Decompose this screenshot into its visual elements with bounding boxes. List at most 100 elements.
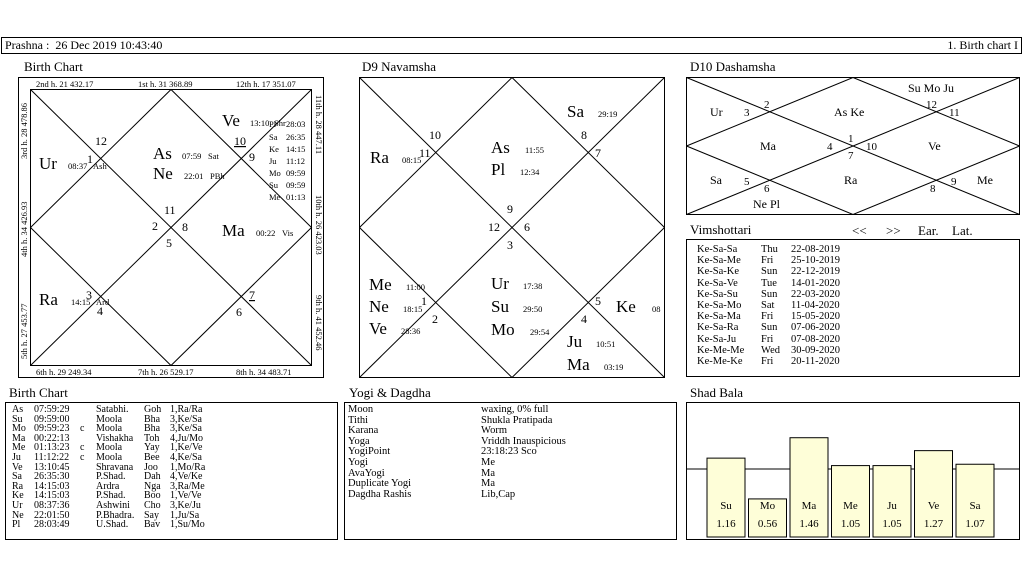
- cell-nak: U.Shad.: [96, 519, 129, 531]
- cell-lord: 1,Ra/Ra: [170, 404, 203, 415]
- planet-ju: Ju: [567, 332, 583, 351]
- weekday: Sun: [761, 288, 778, 300]
- svg-text:Su: Su: [269, 180, 279, 190]
- cell-lord: 3,Ra/Me: [170, 480, 205, 492]
- planet-sa: Sa: [567, 102, 584, 121]
- cell-pl: Pl: [12, 519, 21, 531]
- cell-nak: P.Shad.: [96, 490, 126, 502]
- house-number: 9: [951, 176, 957, 188]
- next-period-button[interactable]: >>: [886, 223, 901, 238]
- yogi-value: Ma: [481, 478, 495, 490]
- house-number: 4: [827, 141, 833, 153]
- svg-text:08: 08: [652, 304, 661, 314]
- cell-nak: Moola: [96, 413, 123, 425]
- cell-nak: P.Bhadra.: [96, 509, 135, 521]
- svg-text:01:13: 01:13: [286, 192, 305, 202]
- svg-text:13:10: 13:10: [250, 118, 269, 128]
- d9-navamsha-chart[interactable]: 10 11 8 7 9 12 6 3 1 2 5 4 Sa 29:19 Ra 0…: [359, 77, 665, 378]
- yogi-label: YogiPoint: [348, 446, 391, 458]
- shad-bala-value-label: 1.05: [841, 518, 861, 530]
- svg-text:Ard: Ard: [96, 297, 110, 307]
- prev-period-button[interactable]: <<: [852, 223, 867, 238]
- cell-nak: P.Shad.: [96, 471, 126, 483]
- d10-planet-sa: Sa: [710, 173, 723, 187]
- house-number: 8: [930, 183, 936, 195]
- date: 22-03-2020: [791, 288, 840, 300]
- house-number: 7: [848, 150, 854, 162]
- margin-8th-house: 8th h. 34 483.71: [236, 367, 292, 377]
- shad-bala-chart[interactable]: Su1.16Mo0.56Ma1.46Me1.05Ju1.05Ve1.27Sa1.…: [686, 402, 1020, 540]
- d10-dashamsha-chart[interactable]: 3 2 12 11 1 4 7 10 5 6 8 9 Su Mo Ju Ur A…: [686, 77, 1020, 215]
- house-number: 10: [429, 128, 441, 142]
- svg-text:Shr: Shr: [274, 118, 286, 128]
- yogi-label: Yogi: [348, 456, 368, 468]
- svg-text:08:15: 08:15: [402, 155, 421, 165]
- svg-text:17:38: 17:38: [523, 281, 542, 291]
- period: Ke-Sa-Ma: [697, 311, 741, 323]
- cell-lord: 4,Ve/Ke: [170, 471, 203, 483]
- planet-su: Su: [491, 297, 509, 316]
- planet-ne: Ne: [153, 164, 173, 183]
- svg-text:26:35: 26:35: [286, 132, 305, 142]
- house-number: 8: [182, 220, 188, 234]
- cell-deg: 00:22:13: [34, 432, 70, 444]
- svg-text:00:22: 00:22: [256, 228, 275, 238]
- birth-chart-title: Birth Chart: [24, 59, 83, 74]
- yogi-value: Lib,Cap: [481, 488, 516, 500]
- cell-deg: 08:37:36: [34, 499, 70, 511]
- cell-pada: Joo: [144, 461, 158, 473]
- house-number: 4: [581, 312, 587, 326]
- shad-bala-value-label: 1.16: [716, 518, 736, 530]
- cell-c: c: [80, 442, 85, 454]
- svg-text:14:15: 14:15: [286, 144, 305, 154]
- house-number: 2: [432, 312, 438, 326]
- svg-text:11:55: 11:55: [525, 145, 544, 155]
- chart-selector[interactable]: 1. Birth chart I: [947, 38, 1018, 52]
- house-number: 6: [764, 183, 770, 195]
- house-number: 12: [95, 134, 107, 148]
- house-number: 7: [249, 288, 255, 302]
- birth-chart[interactable]: 2nd h. 21 432.17 1st h. 31 368.89 12th h…: [18, 77, 324, 378]
- house-number: 6: [524, 220, 530, 234]
- later-button[interactable]: Lat.: [952, 223, 973, 238]
- shad-bala-planet-label: Mo: [760, 500, 776, 512]
- d10-title: D10 Dashamsha: [690, 59, 776, 74]
- shad-bala-bar-sa: [955, 463, 995, 538]
- cell-deg: 28:03:49: [34, 519, 70, 531]
- svg-text:29:19: 29:19: [598, 109, 617, 119]
- weekday: Sun: [761, 266, 778, 278]
- margin-6th-house: 6th h. 29 249.34: [36, 367, 92, 377]
- house-number: 12: [926, 99, 937, 111]
- svg-text:Sa: Sa: [269, 132, 278, 142]
- house-number: 2: [764, 99, 770, 111]
- cell-pada: Bav: [144, 519, 161, 531]
- planet-ma: Ma: [567, 355, 590, 374]
- d9-title: D9 Navamsha: [362, 59, 437, 74]
- cell-c: c: [80, 451, 85, 463]
- planet-as: As: [491, 138, 510, 157]
- period: Ke-Sa-Sa: [697, 244, 738, 255]
- planet-ke: Ke: [616, 297, 636, 316]
- house-number: 2: [152, 219, 158, 233]
- cell-lord: 3,Ke/Sa: [170, 423, 202, 435]
- cell-deg: 11:12:22: [34, 451, 70, 463]
- d10-planets-ne-pl: Ne Pl: [753, 197, 781, 211]
- house-number: 5: [595, 294, 601, 308]
- earlier-button[interactable]: Ear.: [918, 223, 939, 238]
- birth-table-title: Birth Chart: [9, 385, 68, 400]
- margin-10th-house: 10th h. 26 423.03: [314, 195, 324, 255]
- date: 11-04-2020: [791, 299, 840, 311]
- house-number: 1: [848, 133, 854, 145]
- cell-lord: 4,Ju/Mo: [170, 432, 204, 444]
- house-number: 5: [744, 176, 750, 188]
- shad-bala-planet-label: Su: [720, 500, 732, 512]
- vimshottari-title: Vimshottari: [690, 222, 752, 237]
- margin-12th-house: 12th h. 17 351.07: [236, 79, 296, 89]
- cell-nak: Satabhi.: [96, 404, 129, 415]
- shad-bala-planet-label: Ma: [802, 500, 817, 512]
- svg-text:Ju: Ju: [269, 156, 277, 166]
- planet-ur: Ur: [491, 274, 509, 293]
